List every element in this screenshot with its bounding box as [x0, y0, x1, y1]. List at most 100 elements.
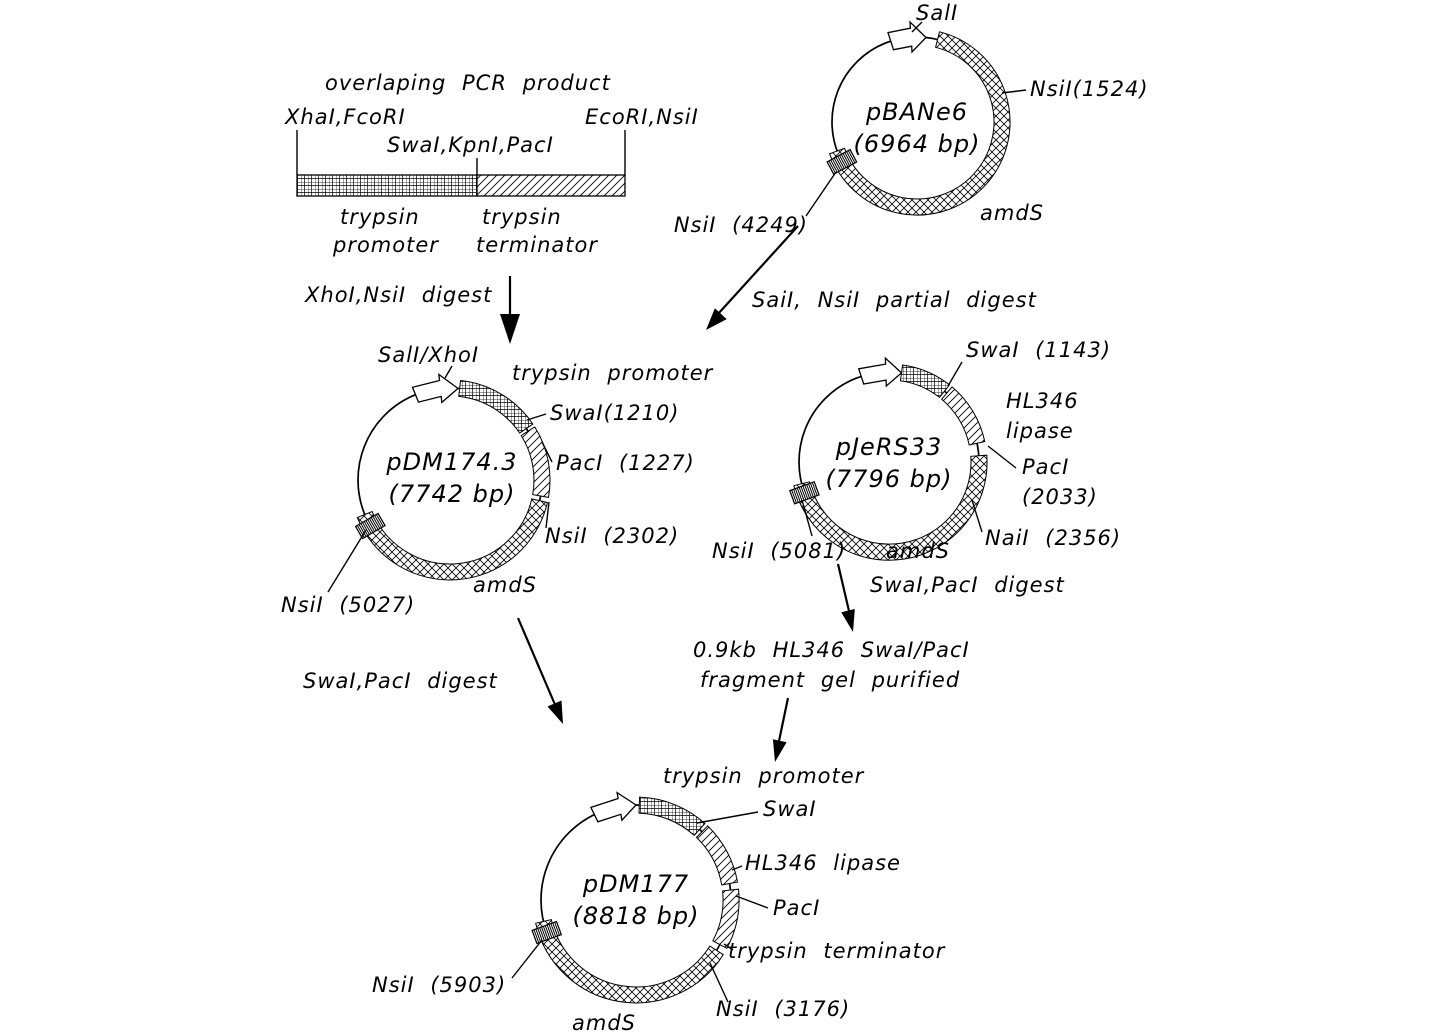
pdm177-label-terminator: trypsin terminator — [728, 939, 946, 963]
pjers33-nsii5081-leader — [801, 499, 813, 537]
pjers33-site-paci-1: PacI — [1022, 455, 1069, 479]
pdm177-nsii-marker — [531, 920, 563, 945]
plasmid-pdm177: pDM177 (8818 bp) trypsin promoter SwaI H… — [372, 764, 946, 1035]
pbane6-nsii4249-leader — [805, 171, 837, 217]
pbane6-sali-leader — [911, 21, 923, 33]
pcr-terminator-label-2: terminator — [476, 233, 598, 257]
plasmid-pdm174: pDM174.3 (7742 bp) SalI/XhoI trypsin pro… — [281, 343, 714, 617]
pjers33-size: (7796 bp) — [826, 465, 953, 493]
pbane6-site-sali: SalI — [916, 1, 958, 25]
pbane6-name: pBANe6 — [865, 98, 968, 126]
pcr-sites-left: XhaI,FcoRI — [284, 105, 406, 129]
pcr-title: overlaping PCR product — [325, 71, 611, 95]
partial-digest-arrow-line — [717, 225, 799, 315]
pdm177-terminator-leader — [723, 943, 734, 951]
pdm177-amds-band — [535, 919, 724, 1004]
partial-digest-label: SaiI, NsiI partial digest — [752, 288, 1037, 312]
pdm177-gene-amds: amdS — [572, 1011, 636, 1035]
pcr-sites-mid: SwaI,KpnI,PacI — [387, 133, 554, 157]
pbane6-gene-amds: amdS — [980, 201, 1044, 225]
fragment-label-2: fragment gel purified — [700, 668, 960, 692]
digest-pjers33-arrow-line — [836, 563, 851, 612]
pbane6-promoter-arrow-icon — [887, 20, 927, 54]
pjers33-gene-amds: amdS — [886, 539, 950, 563]
pdm177-terminator-band — [712, 888, 740, 949]
pjers33-site-paci-2: (2033) — [1022, 485, 1098, 509]
pdm174-swai-leader — [526, 413, 547, 421]
pdm177-site-swai: SwaI — [763, 797, 817, 821]
pbane6-amds-band — [828, 31, 1011, 216]
pdm177-size: (8818 bp) — [573, 902, 700, 930]
pdm174-site-swai-1210: SwaI(1210) — [550, 401, 679, 425]
fragment-label-1: 0.9kb HL346 SwaI/PacI — [693, 638, 970, 662]
pdm177-paci-leader — [735, 895, 769, 909]
pdm174-site-sali-xhoi: SalI/XhoI — [378, 343, 479, 367]
pdm177-promoter-band — [638, 796, 706, 837]
pdm174-paci-leader — [541, 441, 553, 463]
plasmid-pjers33: pJeRS33 (7796 bp) SwaI (1143) HL346 lipa… — [712, 338, 1121, 563]
pbane6-nsii1524-leader — [1001, 89, 1027, 94]
fragment-arrow-line — [777, 697, 790, 742]
pcr-promoter-label-2: promoter — [332, 233, 439, 257]
pjers33-paci-leader — [987, 445, 1017, 469]
pcr-bar-terminator — [476, 174, 626, 197]
pdm174-promoter-arrow-icon — [411, 373, 460, 404]
digest-pcr-label: XhoI,NsiI digest — [304, 283, 492, 307]
pjers33-gene-hl346-1: HL346 — [1006, 389, 1079, 413]
pdm174-size: (7742 bp) — [389, 480, 516, 508]
pdm177-nsii3176-leader — [709, 962, 729, 1003]
pdm177-site-nsii-5903: NsiI (5903) — [372, 973, 506, 997]
pjers33-site-nsii-5081: NsiI (5081) — [712, 539, 846, 563]
pdm174-nsii-marker — [354, 512, 386, 540]
digest-pcr-arrowhead-icon — [500, 314, 520, 344]
pcr-bar-promoter — [296, 174, 478, 197]
pdm177-label-promoter: trypsin promoter — [663, 764, 865, 788]
pjers33-lipase-band — [940, 386, 986, 446]
pjers33-nsii-marker — [789, 481, 820, 505]
pjers33-amds-band — [793, 454, 988, 561]
pdm177-site-nsii-3176: NsiI (3176) — [716, 997, 850, 1021]
pdm177-site-paci: PacI — [773, 896, 820, 920]
pdm177-name: pDM177 — [582, 870, 689, 898]
step-digest-pcr: XhoI,NsiI digest — [304, 276, 520, 344]
digest-pdm174-arrowhead-icon — [547, 700, 563, 724]
pdm174-amds-band — [356, 498, 549, 581]
pbane6-site-nsii-1524: NsiI(1524) — [1030, 77, 1149, 101]
pdm174-promoter-band — [458, 379, 534, 434]
pdm177-swai-leader — [696, 811, 759, 824]
pcr-terminator-label-1: trypsin — [482, 205, 562, 229]
pjers33-site-naii-2356: NaiI (2356) — [985, 526, 1121, 550]
pdm174-name: pDM174.3 — [385, 448, 517, 476]
pdm174-gene-amds: amdS — [473, 573, 537, 597]
digest-pdm174-arrow-line — [516, 617, 558, 708]
pdm177-gene-hl346: HL346 lipase — [745, 851, 901, 875]
pdm174-nsii5027-leader — [327, 529, 367, 593]
pdm177-promoter-arrow-icon — [589, 791, 637, 823]
pdm177-nsii5903-leader — [511, 939, 543, 979]
digest-pjers33-arrowhead-icon — [841, 609, 855, 632]
pdm174-site-paci-1227: PacI (1227) — [556, 451, 695, 475]
pbane6-nsii-marker — [826, 148, 858, 175]
pbane6-size: (6964 bp) — [854, 130, 981, 158]
pdm174-site-nsii-2302: NsiI (2302) — [545, 524, 679, 548]
pcr-promoter-label-1: trypsin — [340, 205, 420, 229]
digest-pdm174-label: SwaI,PacI digest — [303, 669, 498, 693]
pjers33-swai-leader — [947, 361, 963, 387]
partial-digest-arrowhead-icon — [706, 308, 727, 330]
pjers33-gene-hl346-2: lipase — [1006, 419, 1074, 443]
step-partial-digest: SaiI, NsiI partial digest — [706, 225, 1037, 330]
pcr-sites-right: EcoRI,NsiI — [585, 105, 699, 129]
pjers33-promoter-arrow-icon — [857, 356, 903, 388]
pdm177-lipase-leader — [731, 865, 743, 871]
pjers33-naii-leader — [971, 499, 983, 533]
pjers33-name: pJeRS33 — [835, 433, 943, 461]
pjers33-site-swai-1143: SwaI (1143) — [966, 338, 1111, 362]
step-digest-pdm174: SwaI,PacI digest — [303, 617, 563, 724]
pdm174-label-promoter: trypsin promoter — [512, 361, 714, 385]
pdm174-site-nsii-5027: NsiI (5027) — [281, 593, 415, 617]
pdm177-lipase-band — [695, 825, 739, 886]
pcr-product: overlaping PCR product XhaI,FcoRI EcoRI,… — [284, 71, 699, 257]
pbane6-site-nsii-4249: NsiI (4249) — [674, 213, 808, 237]
